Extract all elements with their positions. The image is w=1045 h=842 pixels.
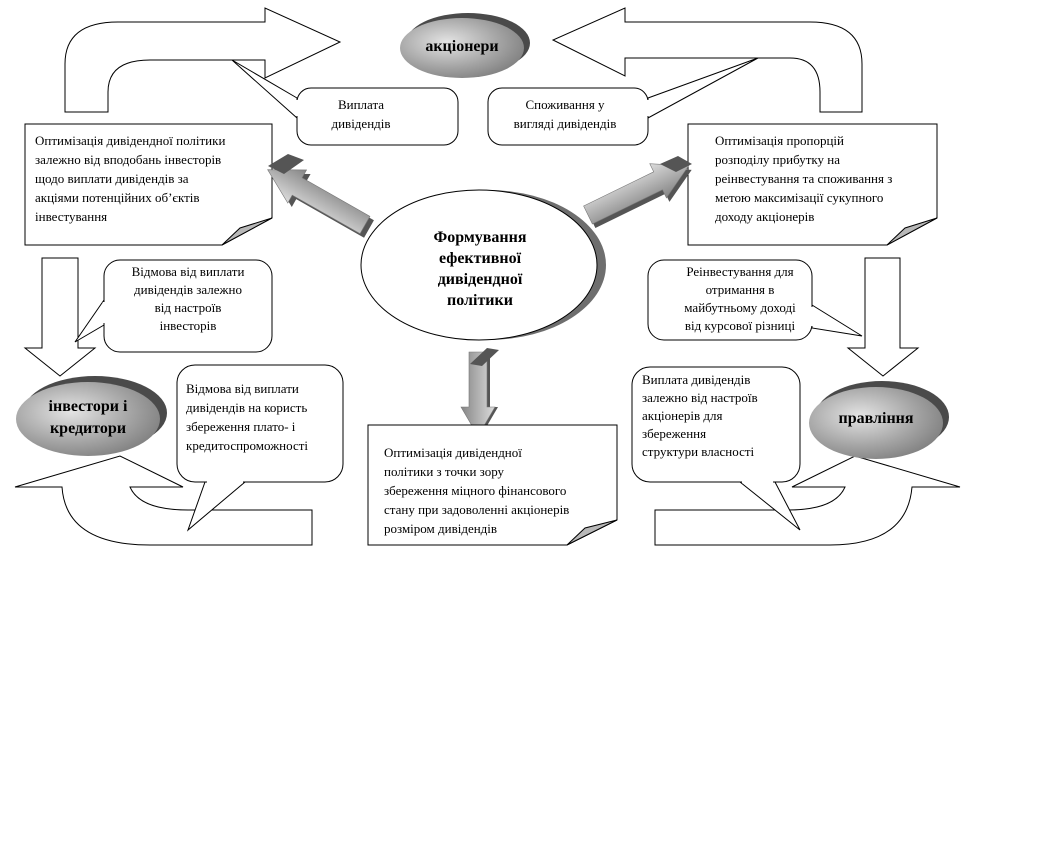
shareholders-label: акціонери	[425, 38, 499, 55]
right-down-arrow	[846, 257, 920, 377]
management-label: правління	[838, 410, 914, 427]
callout-consumption	[487, 57, 759, 146]
right-box-text: Оптимізація пропорцій розподілу прибутку…	[715, 133, 893, 224]
refusal-investors-label: Відмова від виплати дивідендів залежно в…	[131, 264, 245, 333]
bottom-note-box	[367, 424, 618, 546]
callout-payment-ownership	[631, 366, 801, 531]
right-note-box	[687, 123, 938, 246]
center-label: Формування ефективної дивідендної політи…	[433, 229, 527, 309]
left-note-box	[24, 123, 273, 246]
arrow-to-bottom-box	[460, 348, 499, 437]
center-node	[360, 189, 606, 341]
right-bottom-curved-arrow	[654, 455, 961, 546]
left-box-text: Оптимізація дивідендної політики залежно…	[35, 133, 226, 224]
left-down-arrow	[23, 257, 97, 377]
bottom-box-text: Оптимізація дивідендної політики з точки…	[384, 445, 570, 536]
investors-creditors-label: інвестори і кредитори	[48, 398, 128, 437]
dividend-payment-label: Виплата дивідендів	[331, 97, 391, 131]
left-bottom-curved-arrow	[14, 455, 313, 546]
refusal-solvency-label: Відмова від виплати дивідендів на корист…	[186, 381, 309, 453]
consumption-label: Споживання у вигляді дивідендів	[513, 97, 617, 131]
right-top-curved-arrow	[551, 7, 863, 113]
callout-dividend-payment	[231, 59, 459, 146]
callout-refusal-investors	[74, 259, 273, 353]
reinvestment-label: Реінвестування для отримання в майбутньо…	[684, 264, 796, 333]
left-top-curved-arrow	[64, 7, 342, 113]
arrow-to-right-box	[583, 156, 692, 228]
payment-ownership-label: Виплата дивідендів залежно від настроїв …	[642, 372, 758, 459]
callout-reinvestment	[647, 259, 863, 341]
callout-refusal-solvency	[176, 364, 344, 532]
arrow-to-left-box	[267, 154, 374, 238]
management-node	[809, 381, 949, 459]
investors-creditors-node	[16, 376, 167, 456]
shareholders-node	[400, 13, 530, 78]
